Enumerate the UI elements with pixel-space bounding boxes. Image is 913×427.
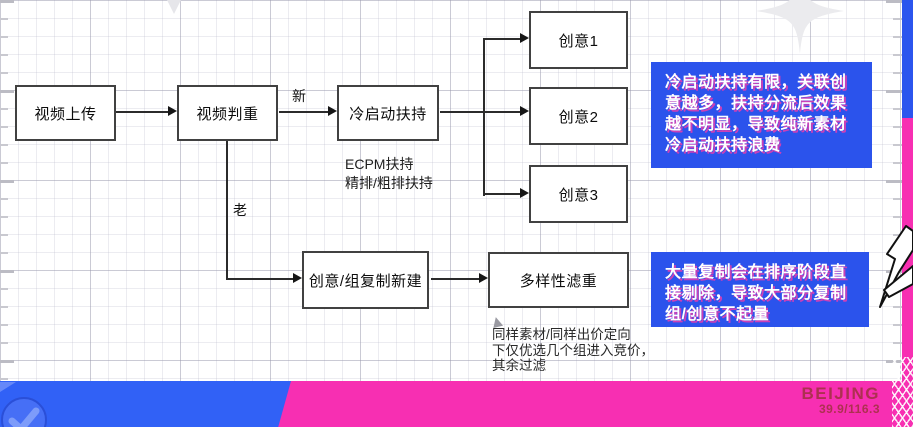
callout-line: 越不明显，导致纯新素材 [665,116,847,133]
right-accent-strip [902,0,913,427]
note-line: 其余过滤 [492,358,546,373]
footer-bar-blue [0,381,291,427]
node-creative-3: 创意3 [529,165,628,223]
note-sample-filter: 同样素材/同样出价定向 下仅优选几个组进入竞价， 其余过滤 [492,327,654,374]
footer-bar: BEIJING 39.9/116.3 [0,381,913,427]
arrowhead [520,188,529,198]
callout-line: 意越多，扶持分流后效果 [665,95,847,112]
arrowhead [520,33,529,43]
callout-line: 冷启动扶持有限，关联创 [665,74,847,91]
arrowhead [168,106,177,116]
note-line: ECPM扶持 [345,156,414,172]
node-creative-2: 创意2 [529,87,628,145]
node-copy-create: 创意/组复制新建 [302,251,429,309]
edge-label-new: 新 [292,88,306,104]
node-cold-start-support: 冷启动扶持 [337,85,439,141]
edge-branch-c3 [484,193,521,195]
sparkle-icon [756,0,844,54]
checkmark-badge-icon [1,397,47,427]
left-ruler [0,0,14,381]
branch-vertical [483,38,485,196]
edge-dedup-down [226,141,228,280]
doodle-arrow-icon [879,225,913,308]
callout-line: 冷启动扶持浪费 [665,137,781,154]
edge-branch-c1 [484,38,521,40]
arrowhead [328,106,337,116]
callout-copy-removed: 大量复制会在排序阶段直 接剔除，导致大部分复制 组/创意不起量 [651,252,869,327]
edge-copy-diversity [431,278,480,280]
arrowhead [293,273,302,283]
edge-upload-dedup [116,111,170,113]
note-ecpm-support: ECPM扶持 精排/粗排扶持 [345,155,433,193]
callout-cold-start-waste: 冷启动扶持有限，关联创 意越多，扶持分流后效果 越不明显，导致纯新素材 冷启动扶… [651,62,872,168]
crosshatch-decor [892,357,913,427]
footer-wedge-decor [0,382,16,392]
note-line: 同样素材/同样出价定向 [492,327,631,342]
footer-location: BEIJING 39.9/116.3 [801,384,880,415]
footer-city-label: BEIJING [801,384,880,403]
edge-old-copy [226,278,294,280]
callout-line: 接剔除，导致大部分复制 [665,285,847,302]
right-ruler [886,0,902,372]
callout-line: 大量复制会在排序阶段直 [665,264,847,281]
sparkle-tip-icon [167,0,181,14]
note-line: 下仅优选几个组进入竞价， [492,342,654,358]
node-video-upload: 视频上传 [15,85,116,141]
arrowhead [479,273,488,283]
edge-dedup-cold [279,111,329,113]
edge-cold-branch [440,111,521,113]
node-diversity-filter: 多样性滤重 [488,252,629,308]
edge-label-old: 老 [233,202,247,218]
note-line: 精排/粗排扶持 [345,175,433,191]
node-video-dedup: 视频判重 [177,85,278,141]
arrowhead [520,106,529,116]
node-creative-1: 创意1 [529,11,628,69]
footer-coordinates-label: 39.9/116.3 [818,402,880,416]
callout-line: 组/创意不起量 [665,306,769,323]
